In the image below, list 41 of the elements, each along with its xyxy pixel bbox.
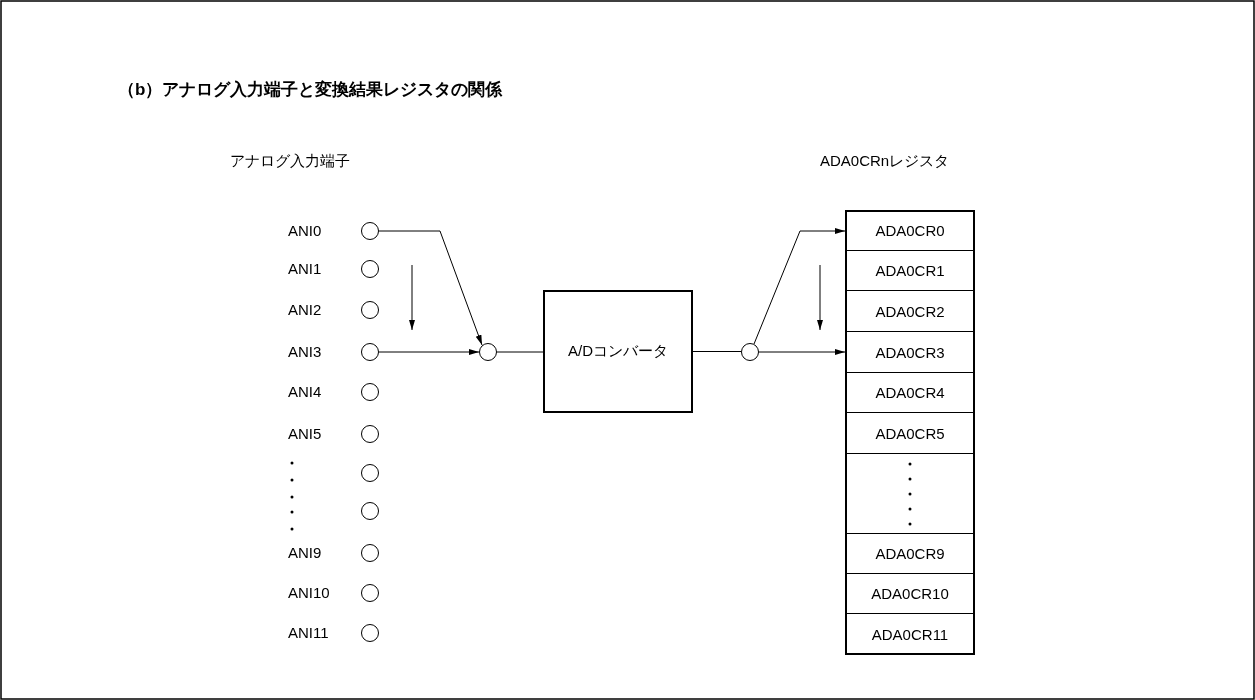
connector-arrow: [758, 349, 846, 355]
register-cell: ADA0CR9: [847, 533, 973, 573]
terminal-circle: [361, 425, 379, 443]
pin-label: ANI3: [288, 343, 323, 360]
register-cell: ADA0CR2: [847, 290, 973, 331]
terminal-circle: [361, 502, 379, 520]
terminal-circle: [479, 343, 497, 361]
register-cell: ADA0CR10: [847, 573, 973, 613]
connector-arrow: [378, 349, 480, 355]
pin-label: ANI5: [288, 425, 323, 442]
terminal-circle: [741, 343, 759, 361]
diagram-title: （b）アナログ入力端子と変換結果レジスタの関係: [118, 79, 503, 101]
column-heading: ADA0CRnレジスタ: [820, 152, 950, 171]
pin-label: ANI11: [288, 624, 330, 641]
pin-label: ANI9: [288, 544, 323, 561]
terminal-circle: [361, 464, 379, 482]
register-cell: ADA0CR3: [847, 331, 973, 372]
register-cell: ADA0CR4: [847, 372, 973, 412]
pin-label: ANI1: [288, 260, 323, 277]
register-cell: ADA0CR5: [847, 412, 973, 453]
converter-box: A/Dコンバータ: [543, 290, 693, 413]
register-cell: ADA0CR1: [847, 250, 973, 290]
pin-label: ANI4: [288, 383, 323, 400]
connector-arrow: [378, 230, 483, 346]
terminal-circle: [361, 624, 379, 642]
register-cell: ADA0CR0: [847, 210, 973, 250]
terminal-circle: [361, 260, 379, 278]
pin-label: ANI10: [288, 584, 331, 601]
terminal-circle: [361, 222, 379, 240]
connector-line: [692, 351, 742, 352]
column-heading: アナログ入力端子: [230, 152, 350, 171]
pin-label: ANI2: [288, 301, 323, 318]
terminal-circle: [361, 383, 379, 401]
terminal-circle: [361, 343, 379, 361]
connector-line: [496, 351, 544, 353]
pin-label: ANI0: [288, 222, 323, 239]
terminal-circle: [361, 584, 379, 602]
terminal-circle: [361, 301, 379, 319]
register-cell: ADA0CR11: [847, 613, 973, 655]
connector-arrow: [753, 228, 846, 345]
terminal-circle: [361, 544, 379, 562]
